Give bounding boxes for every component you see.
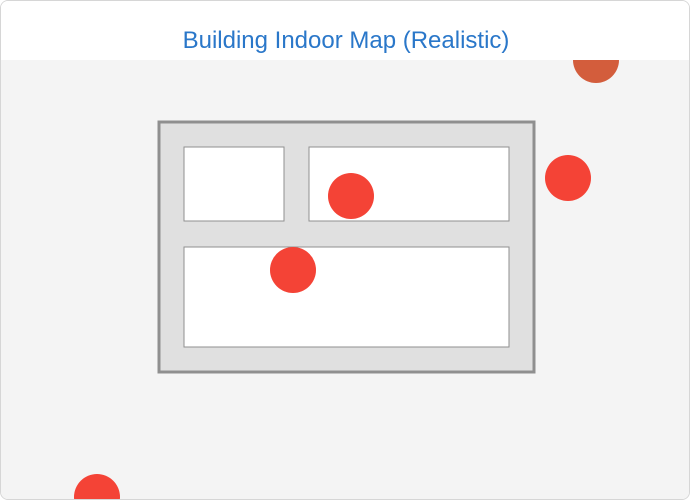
page-title: Building Indoor Map (Realistic) (182, 27, 510, 54)
map-marker-4[interactable] (270, 247, 316, 293)
markers-layer (74, 60, 619, 500)
room-bottom[interactable] (183, 246, 510, 348)
map-marker-2[interactable] (545, 155, 591, 201)
map-marker-5[interactable] (74, 474, 120, 500)
map-marker-3[interactable] (328, 173, 374, 219)
room-top-left[interactable] (183, 146, 285, 222)
indoor-map[interactable] (1, 60, 690, 500)
map-marker-1[interactable] (573, 60, 619, 83)
map-canvas[interactable] (1, 60, 690, 500)
header: Building Indoor Map (Realistic) (1, 1, 689, 60)
